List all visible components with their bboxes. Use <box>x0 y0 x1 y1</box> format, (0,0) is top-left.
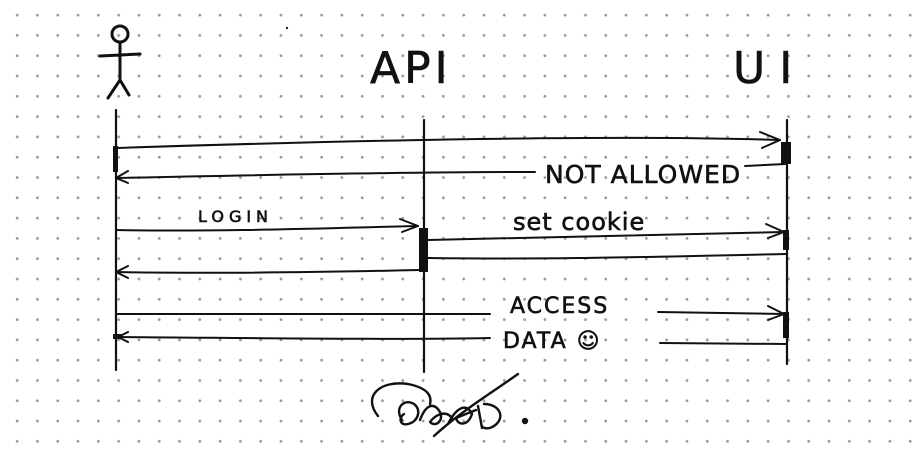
activation-user <box>113 146 118 172</box>
ink-dot <box>285 26 289 30</box>
message-data-label: DATA ☺ <box>503 329 602 354</box>
message-set-cookie-label: set cookie <box>513 208 645 236</box>
participant-ui-label: UI <box>733 43 806 94</box>
message-set-cookie: set cookie <box>427 208 785 241</box>
signature <box>370 372 529 438</box>
message-login-return <box>115 265 421 279</box>
message-data: DATA ☺ <box>117 329 787 354</box>
message-login-label: LOGIN <box>198 207 273 226</box>
stick-figure-icon <box>98 24 142 100</box>
message-not-allowed: NOT ALLOWED <box>115 160 786 189</box>
message-login: LOGIN <box>115 207 419 233</box>
activation-ui-3 <box>783 312 789 338</box>
message-access: ACCESS <box>115 294 785 321</box>
activation-ui-1 <box>781 142 791 164</box>
activation-user-2 <box>113 334 121 339</box>
activation-ui-2 <box>783 230 789 250</box>
participant-api-label: API <box>370 43 452 94</box>
activation-api <box>419 228 428 272</box>
message-request-ui <box>115 131 781 149</box>
message-not-allowed-label: NOT ALLOWED <box>545 160 741 189</box>
participant-user <box>98 24 142 100</box>
message-access-label: ACCESS <box>510 294 609 319</box>
message-cookie-return <box>427 253 787 260</box>
